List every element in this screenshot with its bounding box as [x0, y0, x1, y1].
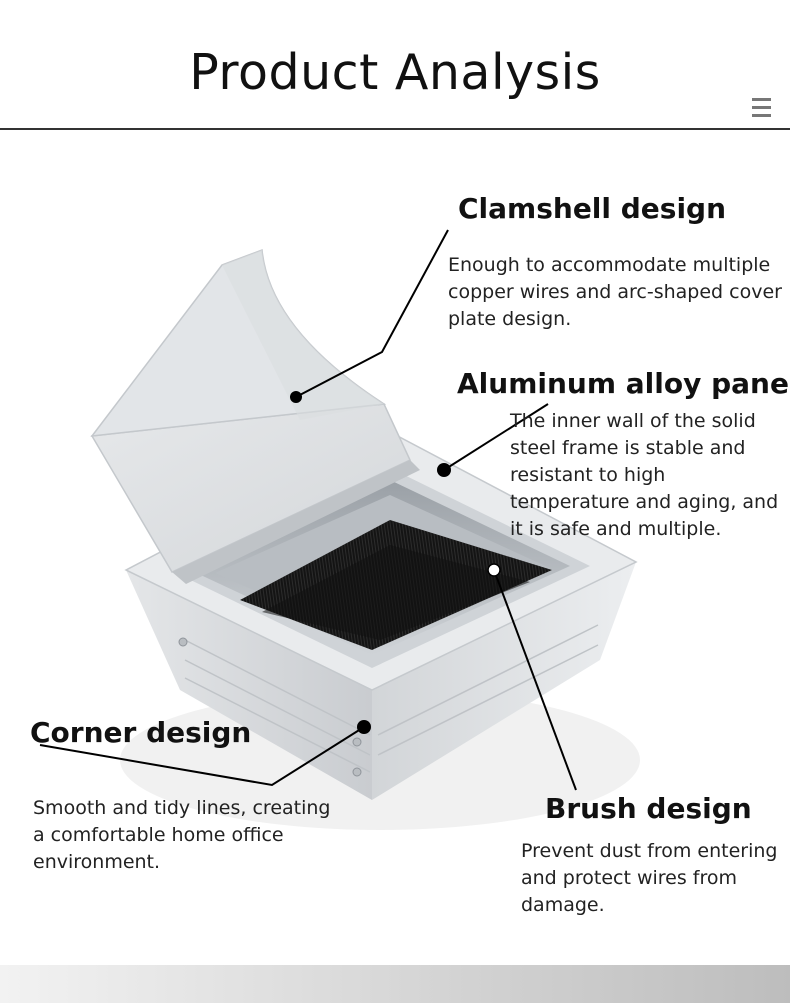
clamshell-title: Clamshell design [458, 192, 727, 225]
header-divider [0, 128, 790, 130]
menu-icon[interactable] [752, 98, 771, 118]
aluminum-description: The inner wall of the solid steel frame … [510, 410, 779, 540]
bottom-gradient-bar [0, 965, 790, 1003]
corner-description: Smooth and tidy lines, creating a comfor… [33, 797, 331, 873]
clamshell-description: Enough to accommodate multiple copper wi… [448, 254, 782, 330]
aluminum-title: Aluminum alloy panel [457, 367, 790, 400]
page-title: Product Analysis [189, 44, 601, 101]
brush-title: Brush design [545, 792, 752, 825]
brush-description: Prevent dust from entering and protect w… [521, 840, 778, 916]
corner-title: Corner design [30, 716, 252, 749]
product-illustration [39, 229, 640, 830]
